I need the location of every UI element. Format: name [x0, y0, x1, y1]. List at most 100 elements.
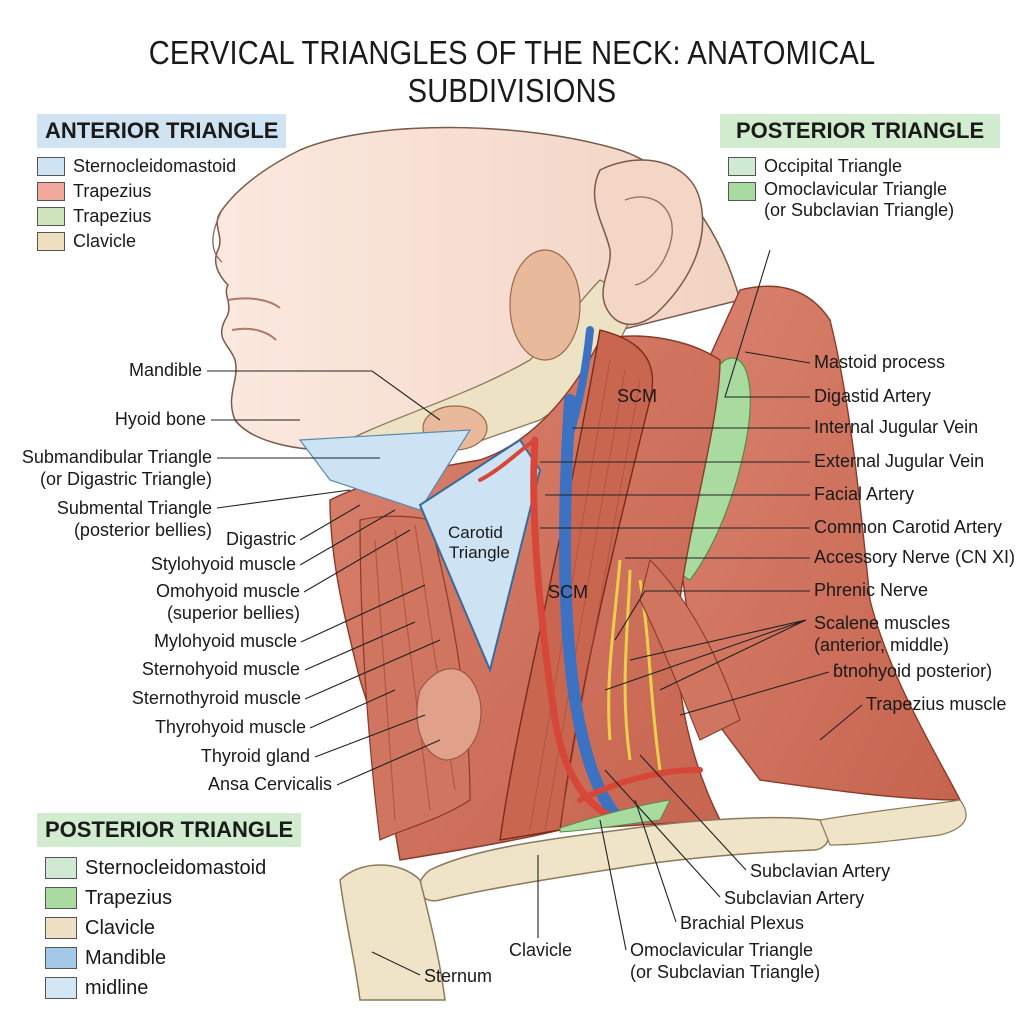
legend-swatch	[728, 182, 756, 201]
label-thyrohyoid: Thyrohyoid muscle	[155, 717, 306, 737]
label-facial-artery: Facial Artery	[814, 484, 914, 504]
external-jugular-vein	[561, 326, 594, 454]
legend-item: Clavicle	[37, 229, 286, 254]
label-omoclavicular-1: Omoclavicular Triangle	[630, 940, 813, 960]
legend-item: Trapezius	[45, 883, 301, 913]
label-digastid-artery: Digastid Artery	[814, 386, 931, 406]
leader-omohyoid-posterior	[679, 671, 830, 716]
carotid-triangle	[418, 438, 542, 674]
legend-item-label: Trapezius	[73, 206, 152, 226]
scm-label-lower: SCM	[548, 582, 588, 602]
label-sternum: Sternum	[424, 966, 492, 986]
lips	[227, 297, 281, 341]
label-phrenic-nerve: Phrenic Nerve	[814, 580, 928, 600]
label-mandible: Mandible	[129, 360, 202, 380]
label-scalene-2: (anterior, middle)	[814, 635, 949, 655]
label-digastric: Digastric	[226, 529, 296, 549]
clavicle-bone	[418, 816, 830, 902]
legend-item-label: Clavicle	[73, 231, 137, 251]
label-mastoid: Mastoid process	[814, 352, 945, 372]
label-subclavian-artery-2: Subclavian Artery	[724, 888, 864, 908]
legend-item: Trapezius	[37, 179, 286, 204]
sternum-bone	[339, 864, 446, 1001]
legend-item: Mandible	[45, 943, 301, 973]
leader-mylohyoid	[300, 584, 426, 643]
label-omohyoid-posterior: ɓtnohyoid posterior)	[833, 661, 992, 681]
legend-swatch	[45, 977, 77, 999]
legend-posterior-heading: POSTERIOR TRIANGLE	[720, 114, 1001, 148]
label-sternohyoid: Sternohyoid muscle	[142, 659, 300, 679]
label-trapezius-muscle: Trapezius muscle	[866, 694, 1006, 714]
legend-posterior-triangle-bottom: POSTERIOR TRIANGLE Sternocleidomastoid T…	[37, 813, 302, 1003]
leader-mandible	[207, 370, 441, 421]
legend-item-label: Omoclavicular Triangle	[764, 179, 948, 199]
label-omohyoid-2: (superior bellies)	[167, 603, 300, 623]
label-mylohyoid: Mylohyoid muscle	[154, 631, 297, 651]
legend-swatch	[728, 157, 756, 176]
legend-item: Clavicle	[45, 913, 301, 943]
label-submandibular-1: Submandibular Triangle	[22, 447, 212, 467]
leader-subclavian-artery-2	[604, 769, 721, 898]
leader-omohyoid	[303, 529, 411, 593]
scm-label-upper: SCM	[617, 386, 657, 406]
label-accessory-nerve: Accessory Nerve (CN XI)	[814, 547, 1015, 567]
leader-submental	[216, 489, 351, 509]
legend-item-label: Sternocleidomastoid	[85, 856, 267, 879]
leader-sternum	[371, 951, 421, 976]
legend-swatch	[45, 857, 77, 879]
legend-item-label: midline	[85, 976, 149, 999]
ear-inner	[624, 196, 673, 286]
common-carotid-artery	[530, 436, 624, 824]
scalene-muscles	[639, 558, 741, 741]
legend-swatch	[37, 182, 65, 201]
leader-digastid-artery	[724, 249, 810, 398]
leader-subclavian-artery-1	[639, 754, 747, 871]
ear	[593, 159, 704, 326]
leader-omoclavicular	[599, 819, 627, 951]
leader-sternothyroid	[304, 639, 441, 700]
legend-item-label: Clavicle	[85, 916, 156, 939]
internal-jugular-vein	[559, 394, 626, 826]
facial-artery	[478, 438, 537, 482]
right-labels: Mastoid process Digastid Artery Internal…	[540, 249, 1015, 741]
label-common-carotid: Common Carotid Artery	[814, 517, 1002, 537]
shoulder-outline	[819, 799, 967, 846]
leader-stylohyoid	[299, 509, 396, 566]
legend-swatch	[45, 887, 77, 909]
legend-posterior-bottom-list: Sternocleidomastoid Trapezius Clavicle M…	[45, 853, 301, 1003]
subclavian-artery	[577, 767, 703, 803]
label-clavicle: Clavicle	[509, 940, 572, 960]
leader-sternohyoid	[304, 621, 416, 671]
label-submental-2: (posterior bellies)	[74, 520, 212, 540]
page-title: CERVICAL TRIANGLES OF THE NECK: ANATOMIC…	[148, 34, 876, 109]
label-brachial-plexus: Brachial Plexus	[680, 913, 804, 933]
legend-posterior-triangle-top: POSTERIOR TRIANGLE Occipital Triangle Om…	[720, 114, 1001, 221]
label-stylohyoid: Stylohyoid muscle	[151, 554, 296, 574]
label-submandibular-2: (or Digastric Triangle)	[40, 469, 212, 489]
legend-anterior-triangle: ANTERIOR TRIANGLE Sternocleidomastoid Tr…	[37, 114, 287, 254]
legend-swatch	[45, 917, 77, 939]
legend-item: midline	[45, 973, 301, 1003]
omoclavicular-triangle	[559, 799, 671, 833]
leader-ansa-cervicalis	[336, 739, 441, 786]
legend-item-label-wrap: Omoclavicular Triangle (or Subclavian Tr…	[764, 179, 954, 221]
legend-swatch	[45, 947, 77, 969]
bottom-labels: Subclavian Artery Subclavian Artery Brac…	[371, 754, 890, 986]
legend-swatch	[37, 157, 65, 176]
label-internal-jugular: Internal Jugular Vein	[814, 417, 978, 437]
leader-trapezius-muscle	[819, 704, 863, 741]
legend-swatch	[37, 232, 65, 251]
leader-thyroid-gland	[314, 714, 426, 758]
label-external-jugular: External Jugular Vein	[814, 451, 984, 471]
legend-item-label: Sternocleidomastoid	[73, 156, 237, 176]
legend-anterior-list: Sternocleidomastoid Trapezius Trapezius …	[37, 154, 286, 254]
label-omoclavicular-2: (or Subclavian Triangle)	[630, 962, 820, 982]
label-ansa-cervicalis: Ansa Cervicalis	[208, 774, 332, 794]
leader-phrenic-nerve	[614, 590, 810, 641]
leader-brachial-plexus	[634, 799, 677, 923]
nose-line	[212, 209, 223, 263]
label-subclavian-artery-1: Subclavian Artery	[750, 861, 890, 881]
label-submental-1: Submental Triangle	[57, 498, 212, 518]
leader-scalene	[604, 619, 807, 691]
label-thyroid-gland: Thyroid gland	[201, 746, 310, 766]
